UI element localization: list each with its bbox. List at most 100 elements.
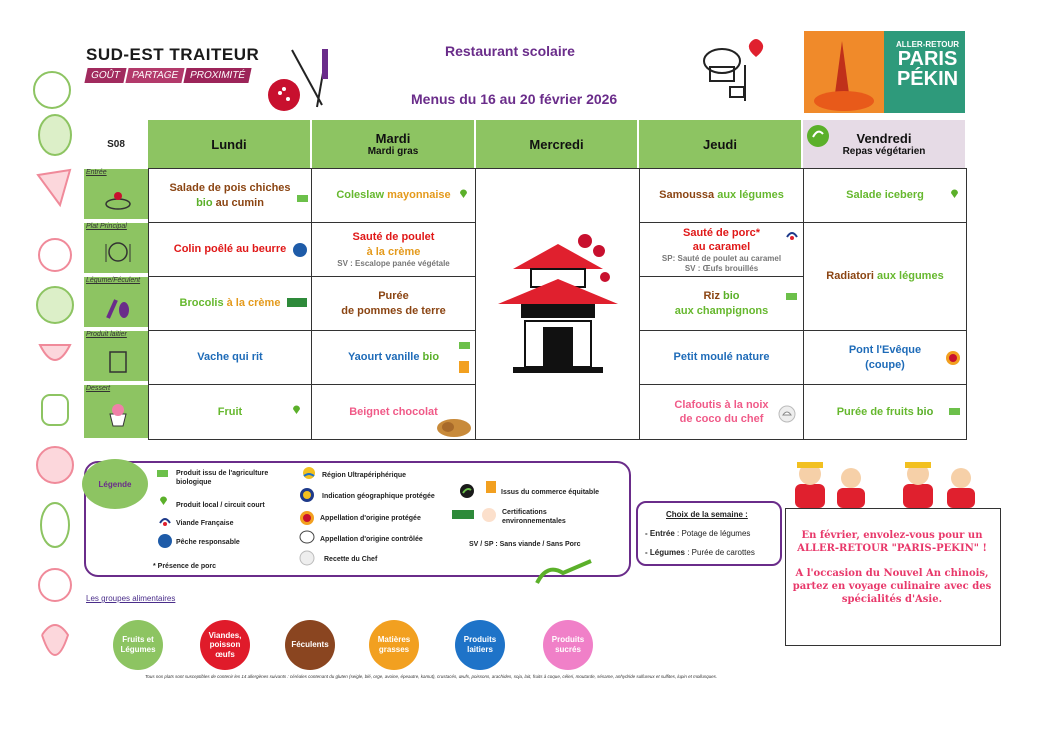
pagoda-illustration — [497, 234, 618, 373]
menu-cell-fri-laitier: Pont l'Evêque (coupe) — [803, 330, 967, 385]
day-name: Mercredi — [529, 136, 584, 152]
vegetarian-icon — [807, 125, 829, 147]
legend-aop: Appellation d'origine protégée — [320, 515, 421, 522]
certification-icon — [452, 510, 474, 519]
banner-small: ALLER-RETOUR — [896, 40, 959, 49]
promo-text: En février, envolez-vous pour un ALLER-R… — [792, 529, 992, 606]
dish-name: Samoussa — [659, 189, 715, 202]
dish-name: aux légumes — [877, 270, 944, 283]
group-matieres-grasses: Matières grasses — [369, 620, 419, 670]
menu-cell-fri-dessert: Purée de fruits bio — [803, 384, 967, 440]
menu-title: Menus du 16 au 20 février 2026 — [411, 91, 618, 107]
cutlery-pomegranate-icon — [268, 49, 328, 111]
recette-chef-icon — [778, 405, 796, 423]
fairtrade-icon — [460, 484, 474, 498]
day-name: Lundi — [211, 136, 247, 152]
dish-bio: bio — [422, 351, 440, 364]
legend-local: Produit local / circuit court — [176, 502, 265, 509]
menu-cell-tue-entree: Coleslaw mayonnaise — [311, 168, 476, 223]
groups-title: Les groupes alimentaires — [86, 594, 176, 603]
choice-value: : Purée de carottes — [685, 548, 755, 557]
dish-name: Beignet chocolat — [349, 405, 438, 418]
promo-line-2: A l'occasion du Nouvel An chinois, parte… — [792, 568, 992, 605]
dish-name: à la crème — [226, 297, 281, 310]
legend-equitable: Issus du commerce équitable — [501, 489, 600, 496]
legend-porc: * Présence de porc — [153, 563, 217, 570]
choice-label: - Entrée — [645, 529, 675, 538]
dish-name: Sauté de poulet — [352, 231, 435, 244]
dish-name: Pont l'Evêque — [848, 344, 922, 357]
menu-cell-wednesday — [475, 168, 640, 440]
restaurant-title: Restaurant scolaire — [445, 43, 575, 59]
menu-cell-thu-dessert: Clafoutis à la noix de coco du chef — [639, 384, 804, 440]
promo-line-1: En février, envolez-vous pour un ALLER-R… — [797, 530, 987, 554]
bio-icon — [157, 470, 168, 477]
group-viandes: Viandes, poisson œufs — [200, 620, 250, 670]
dish-bio: bio — [196, 196, 213, 209]
group-produits-laitiers: Produits laitiers — [455, 620, 505, 670]
menu-cell-thu-plat: Sauté de porc* au caramel SP: Sauté de p… — [639, 222, 804, 277]
aoc-icon — [299, 530, 315, 544]
bio-icon — [297, 195, 308, 202]
day-sub: Mardi gras — [367, 146, 419, 157]
environmental-icon — [482, 508, 496, 522]
aop-icon — [946, 351, 960, 365]
legend-box — [84, 461, 631, 577]
dish-name: Fruit — [217, 405, 243, 418]
dish-name: Riz — [703, 290, 720, 303]
bio-icon — [459, 342, 470, 349]
local-icon — [951, 189, 958, 198]
certification-icon — [287, 298, 307, 307]
dish-name: Salade iceberg — [846, 189, 924, 202]
choice-legumes: - Légumes : Purée de carottes — [645, 548, 755, 557]
dish-name: Brocolis — [179, 297, 224, 310]
plate-icon — [105, 242, 131, 262]
legend-rup: Région Ultrapériphérique — [322, 472, 407, 479]
day-header-friday: Vendredi Repas végétarien — [803, 120, 967, 168]
rup-icon — [303, 467, 315, 479]
row-label-text: Produit laitier — [86, 331, 127, 338]
chinese-figures-illustration — [795, 462, 975, 508]
spoon-icon — [535, 559, 592, 584]
legend-peche: Pêche responsable — [176, 539, 240, 546]
dish-name: Colin poêlé au beurre — [173, 243, 287, 256]
dish-name: Purée — [378, 290, 409, 303]
cupcake-icon — [109, 404, 127, 427]
dish-name: mayonnaise — [387, 189, 451, 202]
local-icon — [460, 189, 467, 198]
salad-icon — [105, 192, 131, 210]
dish-name: aux légumes — [717, 189, 784, 202]
legend-chef: Recette du Chef — [324, 556, 378, 563]
recette-chef-icon — [299, 550, 315, 566]
banner-paris: PARIS — [897, 48, 958, 70]
viande-francaise-icon — [786, 232, 798, 240]
dish-name: au cumin — [215, 196, 264, 209]
dish-name: Radiatori — [826, 270, 874, 283]
menu-cell-tue-laitier: Yaourt vanille bio — [311, 330, 476, 385]
row-label-laitier: Produit laitier — [84, 331, 148, 383]
dish-name: Clafoutis à la noix — [674, 398, 769, 411]
menu-cell-tue-plat: Sauté de poulet à la crème SV : Escalope… — [311, 222, 476, 277]
brand-tag: PROXIMITÉ — [183, 68, 252, 83]
vegetable-icon — [106, 299, 129, 319]
menu-cell-mon-dessert: Fruit — [148, 384, 312, 440]
brand-logo: SUD-EST TRAITEUR GOÛT PARTAGE PROXIMITÉ — [84, 45, 259, 83]
dish-name: Sauté de porc* — [682, 226, 761, 239]
paris-pekin-banner: ALLER-RETOUR PARIS PÉKIN — [804, 31, 965, 113]
allergen-footer: Tous nos plats sont susceptibles de cont… — [145, 674, 718, 679]
day-header-tuesday: Mardi Mardi gras — [312, 120, 476, 168]
menu-cell-mon-plat: Colin poêlé au beurre — [148, 222, 312, 277]
dish-name: Yaourt vanille — [347, 351, 420, 364]
peche-responsable-icon — [293, 243, 307, 257]
row-label-text: Légume/Féculent — [86, 277, 141, 284]
choice-title: Choix de la semaine : — [666, 510, 748, 519]
dish-name: Coleslaw — [336, 189, 385, 202]
dish-name: au caramel — [692, 240, 751, 253]
dish-name: Purée de fruits — [836, 405, 914, 418]
choice-label: - Légumes — [645, 548, 686, 557]
dish-name: Vache qui rit — [197, 351, 263, 364]
row-label-legume: Légume/Féculent — [84, 277, 148, 329]
equitable-icon — [486, 481, 496, 493]
day-sub: Repas végétarien — [842, 146, 926, 157]
choice-of-week-box — [636, 501, 782, 566]
